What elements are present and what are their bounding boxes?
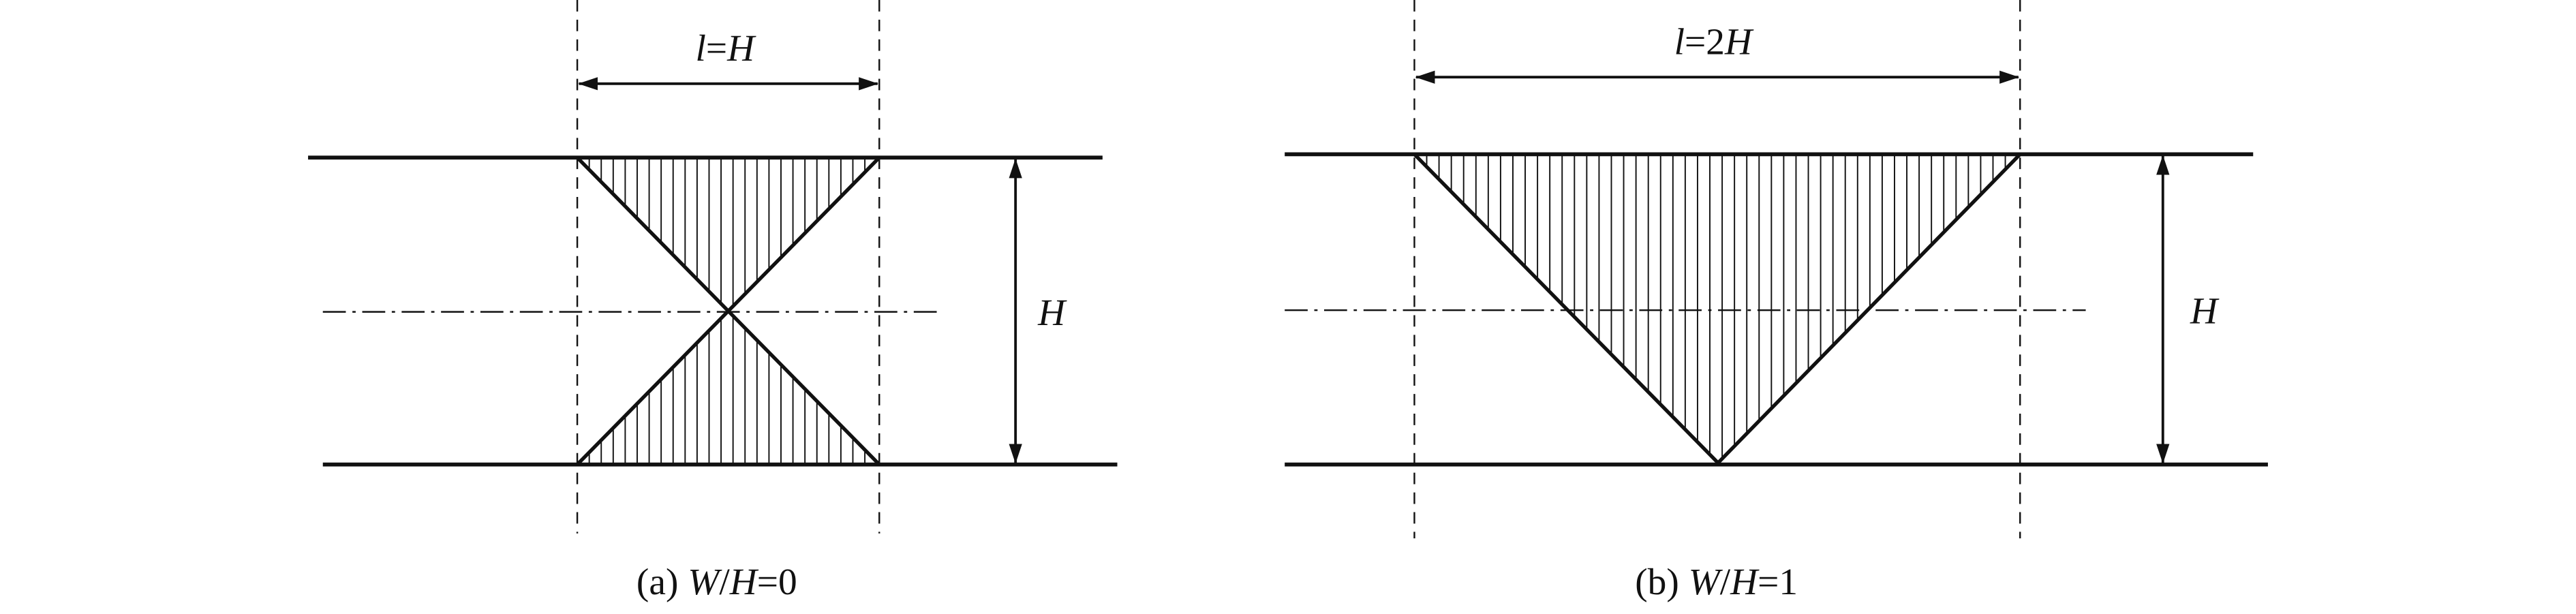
panel-a-caption: (a) W/H=0	[637, 561, 797, 602]
panel-a-hatch	[588, 157, 866, 465]
panel-b-caption: (b) W/H=1	[1635, 561, 1798, 602]
panel-a-height-label: H	[1037, 292, 1067, 333]
panel-b: l=2H H (b) W/H=1	[1285, 0, 2268, 602]
panel-a: l=H H (a) W/H=0	[308, 0, 1118, 602]
panel-b-right-slope	[1717, 153, 2022, 465]
panel-b-width-label: l=2H	[1674, 20, 1754, 62]
panel-a-width-label: l=H	[696, 27, 757, 69]
panel-b-hatch	[1426, 154, 2006, 459]
panel-b-left-slope	[1413, 153, 1719, 465]
panel-b-height-label: H	[2190, 290, 2220, 331]
